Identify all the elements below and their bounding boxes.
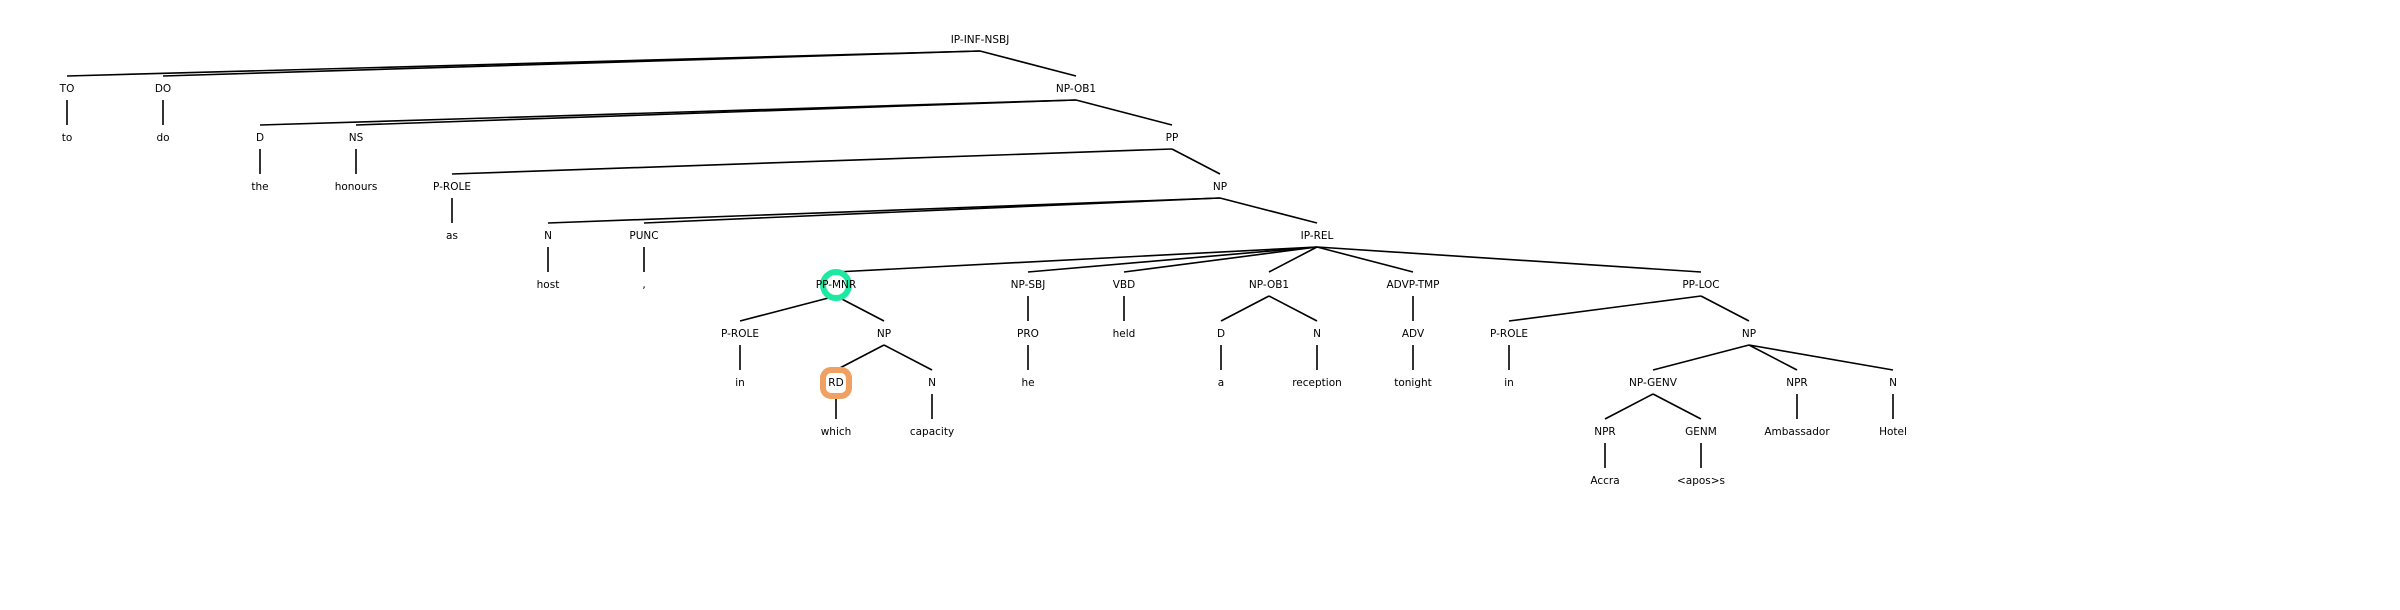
- tree-edges: [66, 50, 1894, 468]
- edge-ip-inf-nsbj-to-do-tag: [162, 50, 981, 77]
- edge-np-ob1-to-pp: [1075, 99, 1173, 126]
- tag-do-tag: DO: [155, 83, 171, 95]
- edge-ip-rel-to-np-sbj: [1027, 246, 1318, 273]
- tag-np-ob1-2: NP-OB1: [1249, 279, 1289, 291]
- tag-n-hotel: N: [1889, 377, 1897, 389]
- tag-p-role-1: P-ROLE: [433, 181, 471, 193]
- tag-ip-rel: IP-REL: [1301, 230, 1334, 242]
- edge-np-to-punc-tag: [643, 197, 1221, 224]
- tag-npr-ambassador: NPR: [1786, 377, 1807, 389]
- word-accra-word: Accra: [1590, 475, 1619, 487]
- tag-ip-inf-nsbj: IP-INF-NSBJ: [951, 34, 1010, 46]
- word-which-word: which: [821, 426, 852, 438]
- tag-np-3: NP: [1742, 328, 1756, 340]
- tag-advp-tmp: ADVP-TMP: [1387, 279, 1440, 291]
- tag-pp-mnr: PP-MNR: [816, 279, 856, 291]
- edge-ip-rel-to-pp-mnr: [835, 246, 1318, 273]
- tag-vbd: VBD: [1113, 279, 1135, 291]
- edge-np-3-to-n-hotel: [1748, 344, 1894, 371]
- tag-np-genv: NP-GENV: [1629, 377, 1678, 389]
- tag-p-role-2: P-ROLE: [721, 328, 759, 340]
- tag-ns-tag: NS: [349, 132, 364, 144]
- word-the-word: the: [251, 181, 268, 193]
- edge-ip-rel-to-vbd: [1123, 246, 1318, 273]
- tag-pp-loc: PP-LOC: [1682, 279, 1719, 291]
- edge-ip-inf-nsbj-to-np-ob1: [979, 50, 1077, 77]
- tag-genm: GENM: [1685, 426, 1717, 438]
- edge-np-2-to-rd: [835, 344, 885, 371]
- word-to-word: to: [62, 132, 73, 144]
- tag-to-tag: TO: [59, 83, 75, 95]
- edge-ip-rel-to-advp-tmp: [1316, 246, 1414, 273]
- word-hotel-word: Hotel: [1879, 426, 1907, 438]
- tag-n-tag: N: [544, 230, 552, 242]
- tag-npr-accra: NPR: [1594, 426, 1615, 438]
- edge-np-genv-to-npr-accra: [1604, 393, 1654, 420]
- edge-pp-mnr-to-np-2: [835, 295, 885, 322]
- edge-np-ob1-2-to-d-tag-2: [1220, 295, 1270, 322]
- word-apos-word: <apos>s: [1677, 475, 1725, 487]
- tag-np: NP: [1213, 181, 1227, 193]
- edge-pp-to-p-role-1: [451, 148, 1173, 175]
- edge-np-genv-to-genm: [1652, 393, 1702, 420]
- tag-d-tag-2: D: [1217, 328, 1225, 340]
- edge-pp-loc-to-p-role-3: [1508, 295, 1702, 322]
- word-in-word-1: in: [735, 377, 745, 389]
- word-reception-word: reception: [1292, 377, 1342, 389]
- word-comma-word: ,: [642, 279, 645, 291]
- word-tonight-word: tonight: [1394, 377, 1432, 389]
- tag-punc-tag: PUNC: [629, 230, 658, 242]
- tag-n-reception: N: [1313, 328, 1321, 340]
- word-ambassador-word: Ambassador: [1764, 426, 1830, 438]
- tree-node-labels: IP-INF-NSBJTOtoDOdoNP-OB1DtheNShonoursPP…: [59, 34, 1907, 487]
- highlight-ring-pp-mnr: [820, 269, 852, 301]
- tag-np-sbj: NP-SBJ: [1011, 279, 1046, 291]
- edge-np-ob1-2-to-n-reception: [1268, 295, 1318, 322]
- word-held-word: held: [1113, 328, 1136, 340]
- word-as-word: as: [446, 230, 458, 242]
- tag-d-tag: D: [256, 132, 264, 144]
- word-do-word: do: [156, 132, 169, 144]
- edge-np-3-to-np-genv: [1652, 344, 1750, 371]
- word-host-word: host: [537, 279, 560, 291]
- edge-ip-rel-to-pp-loc: [1316, 246, 1702, 273]
- word-capacity-word: capacity: [910, 426, 954, 438]
- edge-np-3-to-npr-ambassador: [1748, 344, 1798, 371]
- tag-n-capacity: N: [928, 377, 936, 389]
- tag-adv: ADV: [1402, 328, 1425, 340]
- tag-pro: PRO: [1017, 328, 1039, 340]
- edge-ip-rel-to-np-ob1-2: [1268, 246, 1318, 273]
- highlight-ring-rd: [820, 367, 852, 399]
- edge-np-ob1-to-ns-tag: [355, 99, 1077, 126]
- word-in-word-2: in: [1504, 377, 1514, 389]
- word-a-word: a: [1218, 377, 1224, 389]
- word-honours-word: honours: [335, 181, 378, 193]
- tag-p-role-3: P-ROLE: [1490, 328, 1528, 340]
- edge-pp-to-np: [1171, 148, 1221, 175]
- edge-pp-loc-to-np-3: [1700, 295, 1750, 322]
- node-highlights: [820, 269, 852, 399]
- word-he-word: he: [1021, 377, 1034, 389]
- edge-np-to-ip-rel: [1219, 197, 1318, 224]
- tag-rd: RD: [828, 377, 843, 389]
- edge-pp-mnr-to-p-role-2: [739, 295, 837, 322]
- tag-pp: PP: [1166, 132, 1179, 144]
- tag-np-2: NP: [877, 328, 891, 340]
- tag-np-ob1: NP-OB1: [1056, 83, 1096, 95]
- edge-np-2-to-n-capacity: [883, 344, 933, 371]
